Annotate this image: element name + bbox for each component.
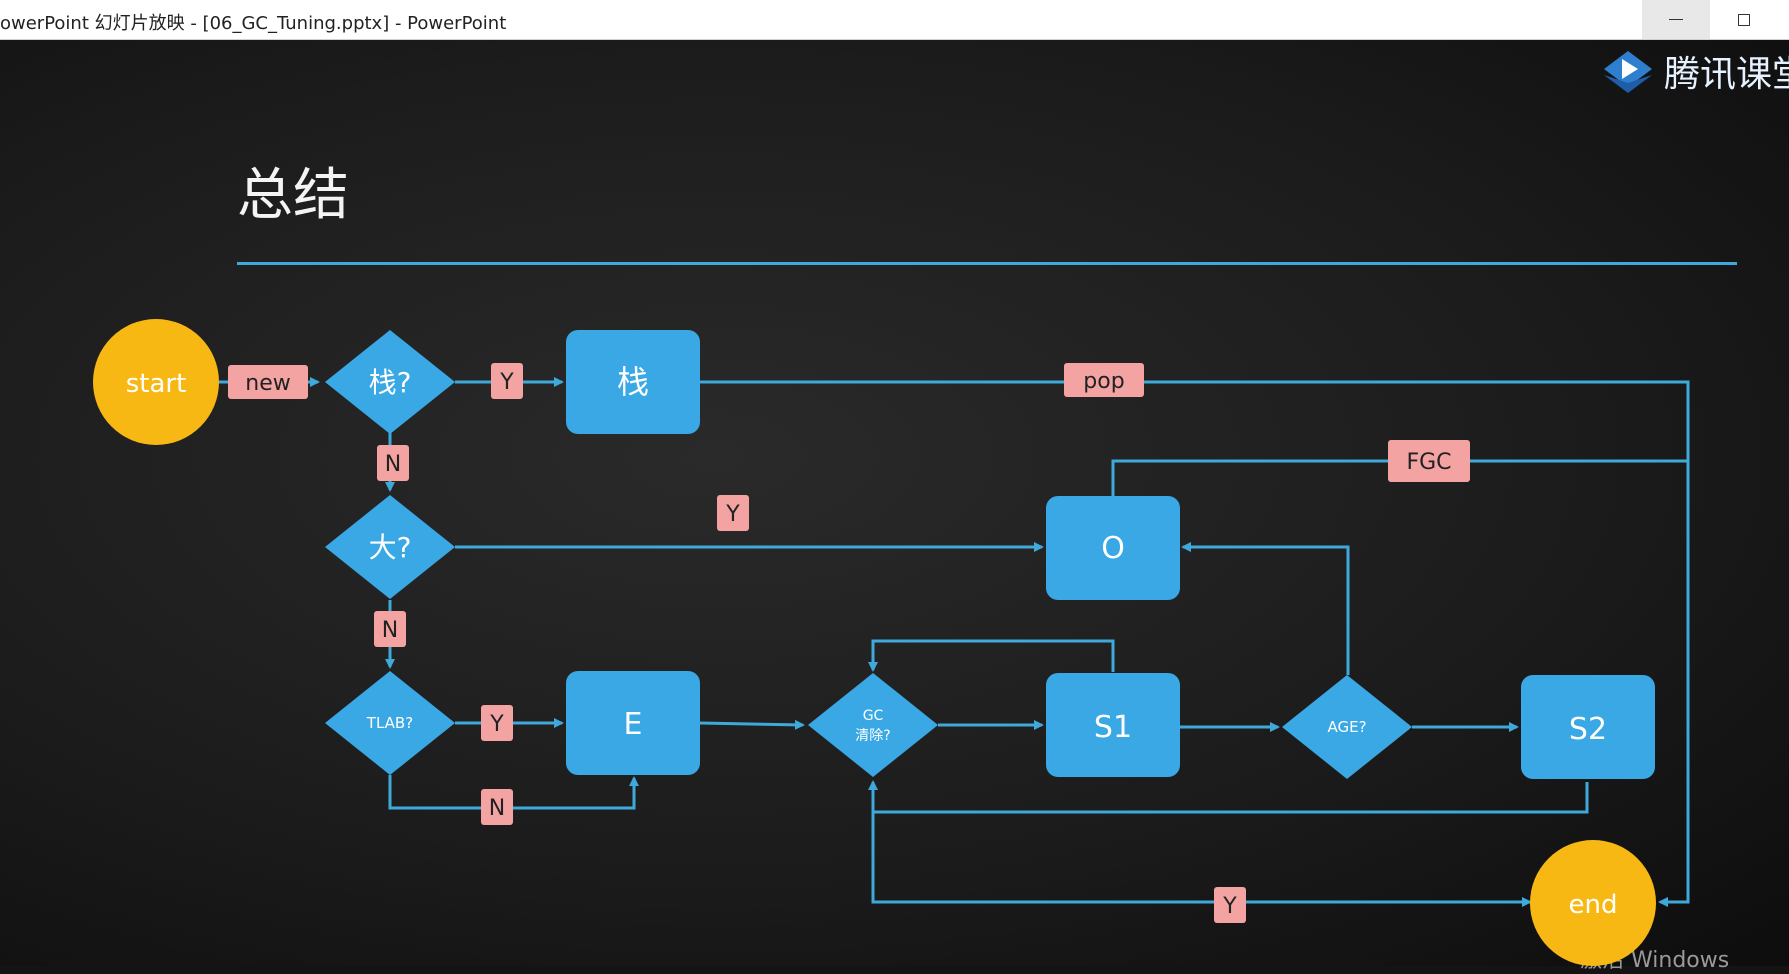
tlab-decision xyxy=(325,671,455,775)
pop-label-box xyxy=(1064,363,1144,397)
gc-decision-label-line2: 清除? xyxy=(855,728,890,744)
end-node-label: end xyxy=(1569,890,1618,920)
eden-label: E xyxy=(624,707,643,742)
tlab-yes-box xyxy=(481,705,513,741)
start-node xyxy=(93,319,219,445)
stack-block-label: 栈 xyxy=(617,363,649,401)
stack-yes-box xyxy=(491,363,523,399)
play-logo-icon xyxy=(1604,51,1652,93)
big-yes-box xyxy=(717,495,749,531)
maximize-button[interactable] xyxy=(1710,0,1778,39)
stack-yes-label: Y xyxy=(499,370,514,395)
end-node xyxy=(1530,840,1656,966)
slide-title: 总结 xyxy=(237,163,349,228)
start-node-label: start xyxy=(126,369,187,399)
stack-decision xyxy=(325,330,455,434)
stack-no-box xyxy=(377,445,409,481)
tlab-decision-label: TLAB? xyxy=(366,714,413,732)
age-decision xyxy=(1282,675,1412,779)
big-decision-label: 大? xyxy=(369,531,412,564)
gc-decision-label-line1: GC xyxy=(863,708,884,724)
tlab-yes-label: Y xyxy=(489,712,504,737)
survivor2-label: S2 xyxy=(1569,712,1607,747)
pop-label: pop xyxy=(1083,369,1124,394)
eden-block xyxy=(566,671,700,775)
tlab-no-box xyxy=(481,789,513,825)
age-decision-label: AGE? xyxy=(1327,718,1366,736)
stack-block xyxy=(566,330,700,434)
maximize-icon xyxy=(1738,13,1750,26)
survivor1-label: S1 xyxy=(1094,710,1132,745)
big-decision xyxy=(325,495,455,599)
old-gen-block xyxy=(1046,496,1180,600)
big-no-box xyxy=(374,611,406,647)
window-titlebar: owerPoint 幻灯片放映 - [06_GC_Tuning.pptx] - … xyxy=(0,0,1789,40)
gc-yes-box xyxy=(1214,887,1246,923)
big-yes-label: Y xyxy=(725,502,740,527)
logo-text: 腾讯课堂 xyxy=(1664,54,1789,95)
big-no-label: N xyxy=(382,618,398,643)
survivor2-block xyxy=(1521,675,1655,779)
edge-s1-gcq xyxy=(868,639,1115,672)
window-title: owerPoint 幻灯片放映 - [06_GC_Tuning.pptx] - … xyxy=(0,13,507,34)
minimize-icon xyxy=(1669,19,1683,20)
edge-s2-gcq xyxy=(868,780,1589,814)
title-divider xyxy=(237,262,1737,265)
fgc-label: FGC xyxy=(1406,450,1451,475)
edge-eden-gcq xyxy=(699,719,805,730)
edge-old-fgc xyxy=(1111,459,1688,496)
tlab-no-label: N xyxy=(489,796,505,821)
tencent-classroom-logo: 腾讯课堂 xyxy=(1600,45,1789,97)
fgc-label-box xyxy=(1388,440,1470,482)
gc-decision xyxy=(808,673,938,777)
edge-stack-end xyxy=(700,380,1690,907)
stack-decision-label: 栈? xyxy=(369,366,412,399)
old-gen-label: O xyxy=(1101,531,1125,566)
gc-yes-label: Y xyxy=(1222,894,1237,919)
minimize-button[interactable] xyxy=(1642,0,1710,39)
stack-no-label: N xyxy=(385,452,401,477)
new-label: new xyxy=(245,371,290,396)
edge-gcq-end xyxy=(871,812,1532,907)
new-label-box xyxy=(228,365,308,399)
edge-ageq-old xyxy=(1181,542,1350,675)
survivor1-block xyxy=(1046,673,1180,777)
